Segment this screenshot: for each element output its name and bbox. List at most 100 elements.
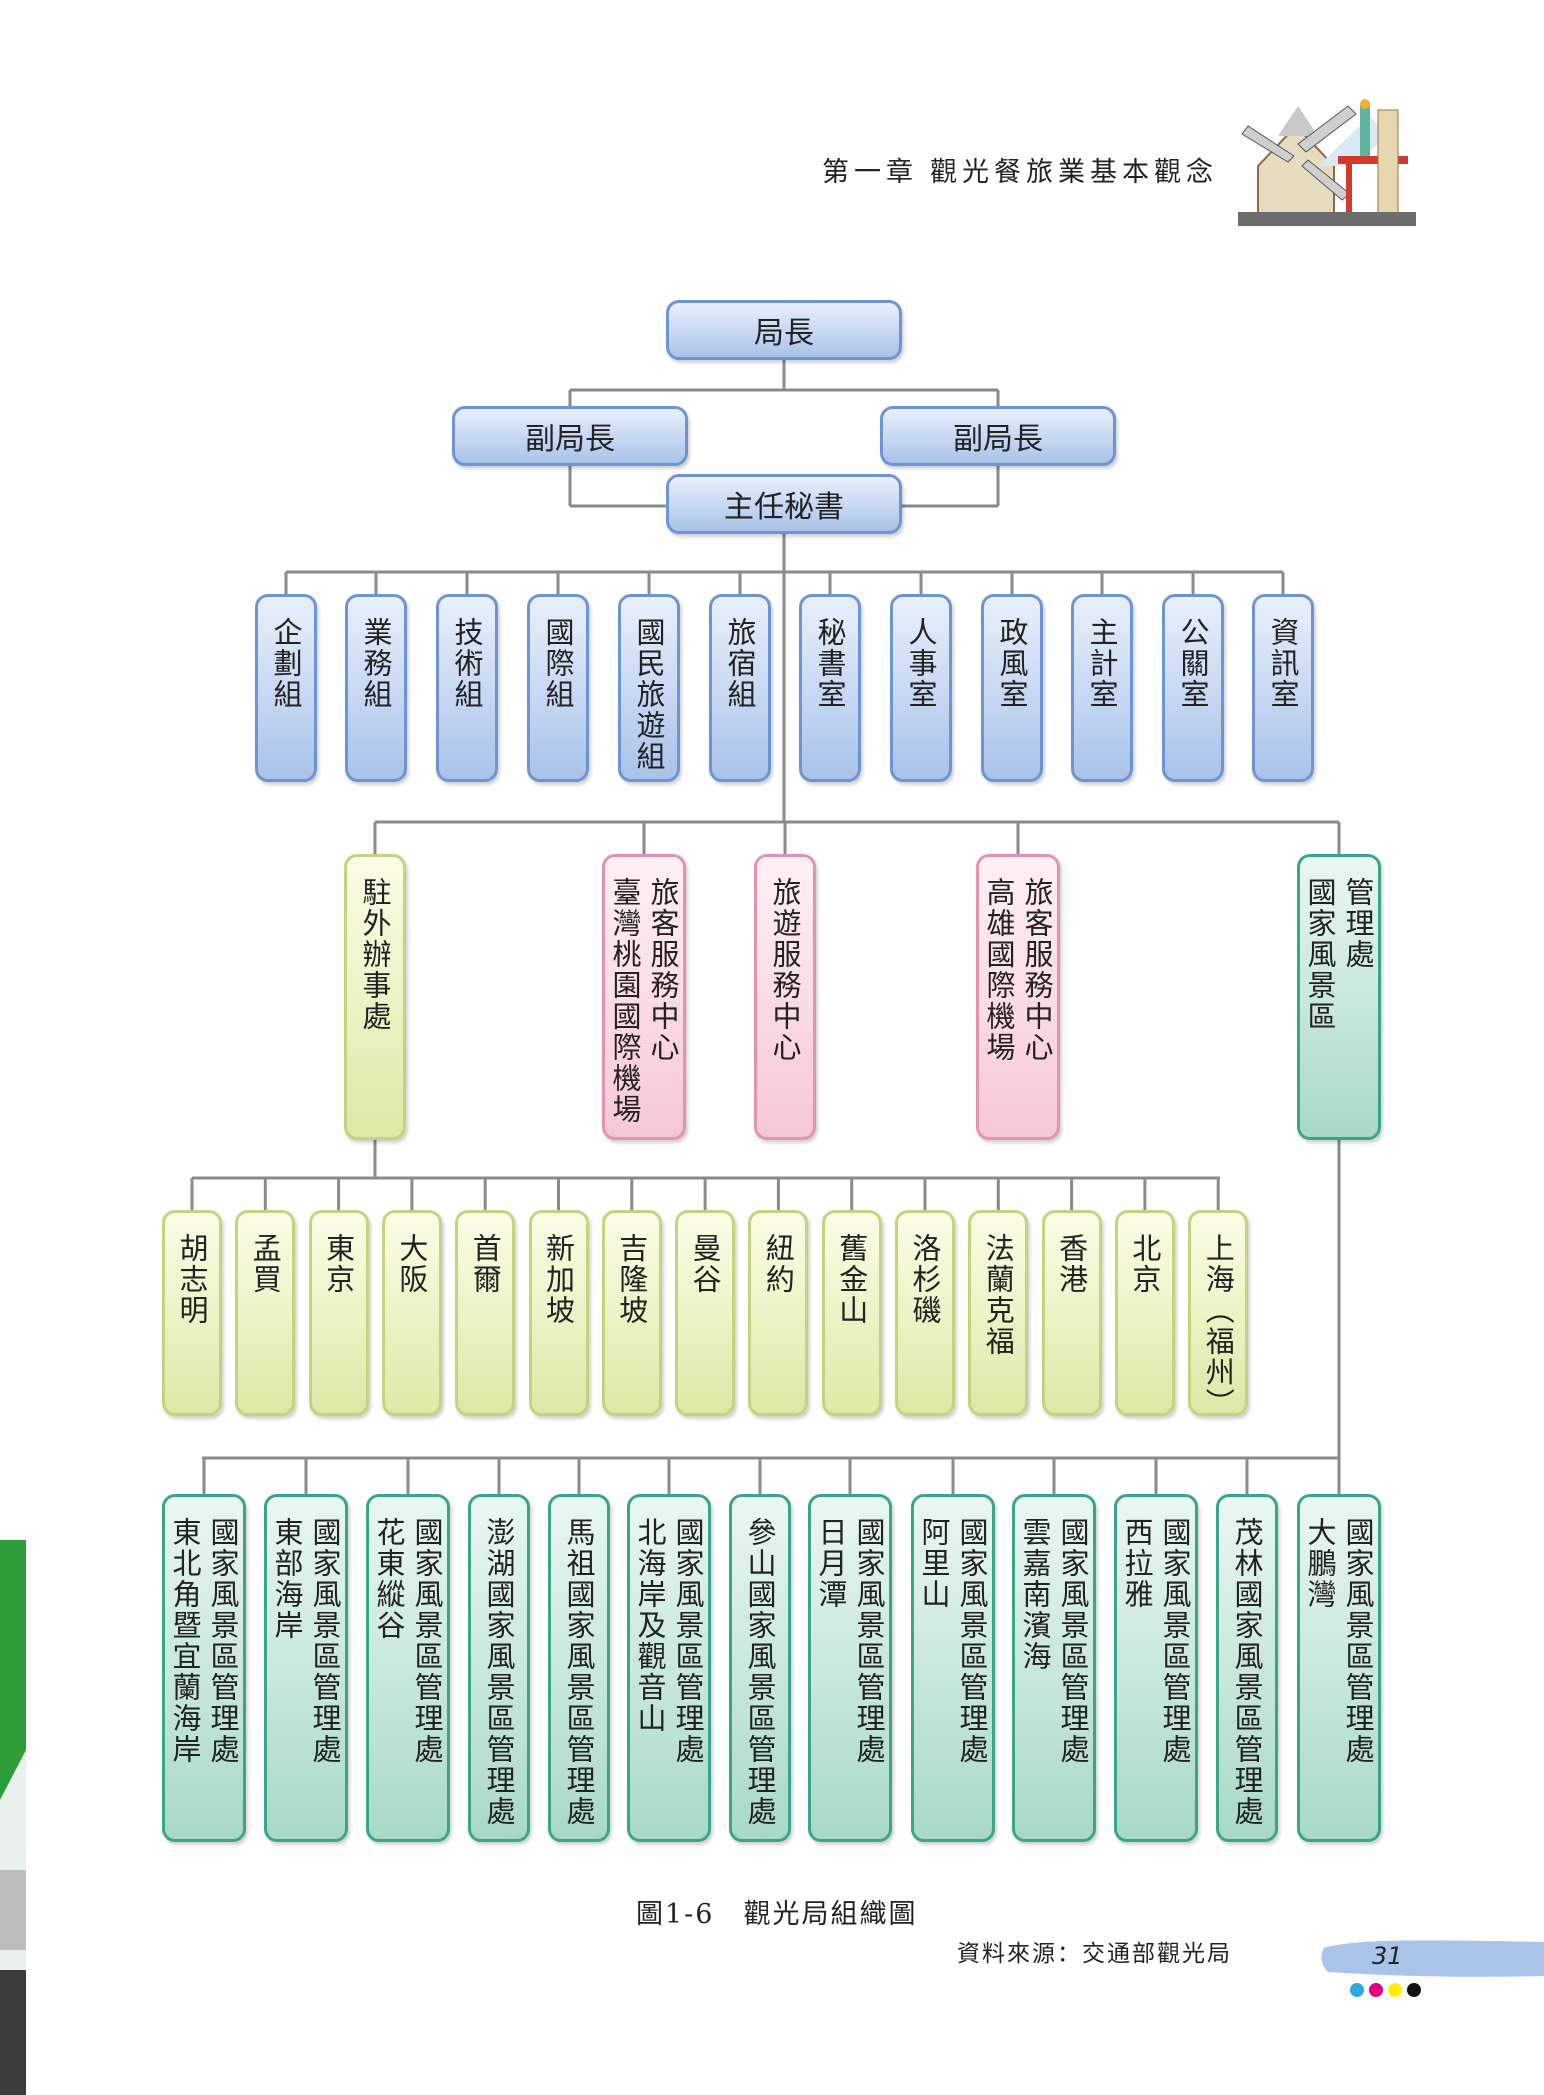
director-box-label: 局長 xyxy=(754,316,814,351)
scenic-area-box-label: 國家風景區管理處 xyxy=(410,1517,444,1765)
scenic-area-box-label: 馬祖國家風景區管理處 xyxy=(562,1517,596,1827)
agency-box-text: 旅客服務中心高雄國際機場 xyxy=(979,877,1057,1123)
agency-box-label: 高雄國際機場 xyxy=(982,877,1016,1063)
scenic-area-box: 國家風景區管理處東北角暨宜蘭海岸 xyxy=(162,1494,246,1842)
scenic-area-box-label: 澎湖國家風景區管理處 xyxy=(482,1517,516,1827)
division-box-label: 國民旅遊組 xyxy=(632,617,666,772)
office-box-label: 法蘭克福 xyxy=(981,1233,1016,1357)
chief-secretary-box-label: 主任秘書 xyxy=(724,490,844,525)
office-box: 法蘭克福 xyxy=(968,1210,1029,1416)
division-box-text: 技術組 xyxy=(439,617,495,765)
office-box-text: 曼谷 xyxy=(678,1233,732,1399)
chapter-label: 第一章 xyxy=(822,157,918,188)
office-box: 新加坡 xyxy=(528,1210,589,1416)
agency-box-label: 旅客服務中心 xyxy=(1020,877,1054,1063)
scenic-area-box-label: 國家風景區管理處 xyxy=(671,1517,705,1765)
scenic-area-box-text: 國家風景區管理處阿里山 xyxy=(914,1517,992,1825)
director-box: 局長 xyxy=(666,300,902,360)
scenic-area-box-text: 國家風景區管理處大鵬灣 xyxy=(1300,1517,1378,1825)
agency-box-label: 駐外辦事處 xyxy=(358,877,392,1032)
scenic-area-box: 國家風景區管理處雲嘉南濱海 xyxy=(1012,1494,1096,1842)
division-box-text: 公關室 xyxy=(1165,617,1221,765)
agency-box: 旅客服務中心高雄國際機場 xyxy=(976,854,1060,1140)
division-box-label: 技術組 xyxy=(450,617,484,710)
division-box: 技術組 xyxy=(436,594,498,782)
office-box-label: 東京 xyxy=(321,1233,356,1295)
division-box: 政風室 xyxy=(981,594,1043,782)
office-box-label: 洛杉磯 xyxy=(908,1233,942,1326)
division-box: 主計室 xyxy=(1071,594,1133,782)
color-mark-dot xyxy=(1350,1983,1364,1997)
office-box: 香港 xyxy=(1041,1210,1102,1416)
office-box: 東京 xyxy=(308,1210,369,1416)
office-box: 首爾 xyxy=(455,1210,516,1416)
division-box-text: 主計室 xyxy=(1074,617,1130,765)
division-box-label: 企劃組 xyxy=(269,617,303,710)
color-mark-dot xyxy=(1388,1983,1402,1997)
scenic-area-box: 國家風景區管理處阿里山 xyxy=(911,1494,995,1842)
scenic-area-box-label: 大鵬灣 xyxy=(1303,1517,1337,1610)
scenic-area-box-label: 雲嘉南濱海 xyxy=(1018,1517,1052,1672)
office-box: 孟買 xyxy=(235,1210,296,1416)
scenic-area-box-text: 參山國家風景區管理處 xyxy=(732,1517,788,1827)
scenic-area-box-text: 國家風景區管理處東部海岸 xyxy=(267,1517,345,1825)
agency-box-text: 管理處國家風景區 xyxy=(1300,877,1378,1123)
division-box: 資訊室 xyxy=(1252,594,1314,782)
agency-box: 管理處國家風景區 xyxy=(1297,854,1381,1140)
scenic-area-box-label: 東北角暨宜蘭海岸 xyxy=(168,1517,202,1765)
scenic-area-box-label: 國家風景區管理處 xyxy=(1158,1517,1192,1765)
office-box: 上海（福州） xyxy=(1188,1210,1249,1419)
scenic-area-box: 國家風景區管理處大鵬灣 xyxy=(1297,1494,1381,1842)
office-box-label: 香港 xyxy=(1054,1233,1089,1295)
division-box-label: 國際組 xyxy=(541,617,575,710)
division-box-text: 業務組 xyxy=(348,617,404,765)
agency-box-label: 管理處 xyxy=(1341,877,1375,970)
division-box-text: 國民旅遊組 xyxy=(621,617,677,772)
division-box: 業務組 xyxy=(345,594,407,782)
agency-box-label: 旅客服務中心 xyxy=(646,877,680,1063)
office-box-text: 上海（福州） xyxy=(1191,1233,1245,1419)
office-box-label: 大阪 xyxy=(394,1233,429,1295)
office-box-label: 首爾 xyxy=(468,1233,503,1295)
agency-box: 旅遊服務中心 xyxy=(754,854,816,1140)
side-illustration xyxy=(0,1540,26,2095)
office-box: 吉隆坡 xyxy=(601,1210,662,1416)
scenic-area-box: 茂林國家風景區管理處 xyxy=(1216,1494,1278,1842)
office-box-label: 北京 xyxy=(1127,1233,1162,1295)
office-box-text: 洛杉磯 xyxy=(898,1233,952,1399)
office-box-label: 紐約 xyxy=(761,1233,796,1295)
scenic-area-box-text: 國家風景區管理處北海岸及觀音山 xyxy=(630,1517,708,1825)
landmarks-illustration xyxy=(1238,99,1416,226)
scenic-area-box-label: 國家風景區管理處 xyxy=(206,1517,240,1765)
agency-box-text: 旅遊服務中心 xyxy=(757,877,813,1123)
agency-box-text: 旅客服務中心臺灣桃園國際機場 xyxy=(605,877,683,1125)
scenic-area-box-label: 北海岸及觀音山 xyxy=(633,1517,667,1734)
agency-box-label: 臺灣桃園國際機場 xyxy=(608,877,642,1125)
scenic-area-box-text: 馬祖國家風景區管理處 xyxy=(551,1517,607,1827)
division-box: 公關室 xyxy=(1162,594,1224,782)
office-box-label: 舊金山 xyxy=(834,1233,869,1326)
scenic-area-box-text: 國家風景區管理處雲嘉南濱海 xyxy=(1015,1517,1093,1825)
agency-box-text: 駐外辦事處 xyxy=(347,877,403,1123)
scenic-area-box-label: 國家風景區管理處 xyxy=(308,1517,342,1765)
division-box: 人事室 xyxy=(890,594,952,782)
division-box-label: 主計室 xyxy=(1085,617,1119,710)
office-box-text: 大阪 xyxy=(385,1233,439,1399)
scenic-area-box-label: 阿里山 xyxy=(917,1517,951,1610)
office-box-text: 北京 xyxy=(1118,1233,1172,1399)
figure-caption: 圖1-6 觀光局組織圖 xyxy=(636,1899,918,1930)
office-box-label: 曼谷 xyxy=(688,1233,723,1295)
deputy-box-label: 副局長 xyxy=(525,422,615,457)
scenic-area-box: 馬祖國家風景區管理處 xyxy=(548,1494,610,1842)
division-box-text: 人事室 xyxy=(893,617,949,765)
office-box-label: 新加坡 xyxy=(541,1233,576,1326)
page-number-brush xyxy=(1321,1940,1544,1977)
scenic-area-box-label: 國家風景區管理處 xyxy=(1056,1517,1090,1765)
office-box-text: 東京 xyxy=(312,1233,366,1399)
division-box: 秘書室 xyxy=(799,594,861,782)
division-box-text: 政風室 xyxy=(984,617,1040,765)
division-box-text: 國際組 xyxy=(530,617,586,765)
office-box-text: 新加坡 xyxy=(532,1233,586,1399)
scenic-area-box: 國家風景區管理處北海岸及觀音山 xyxy=(627,1494,711,1842)
